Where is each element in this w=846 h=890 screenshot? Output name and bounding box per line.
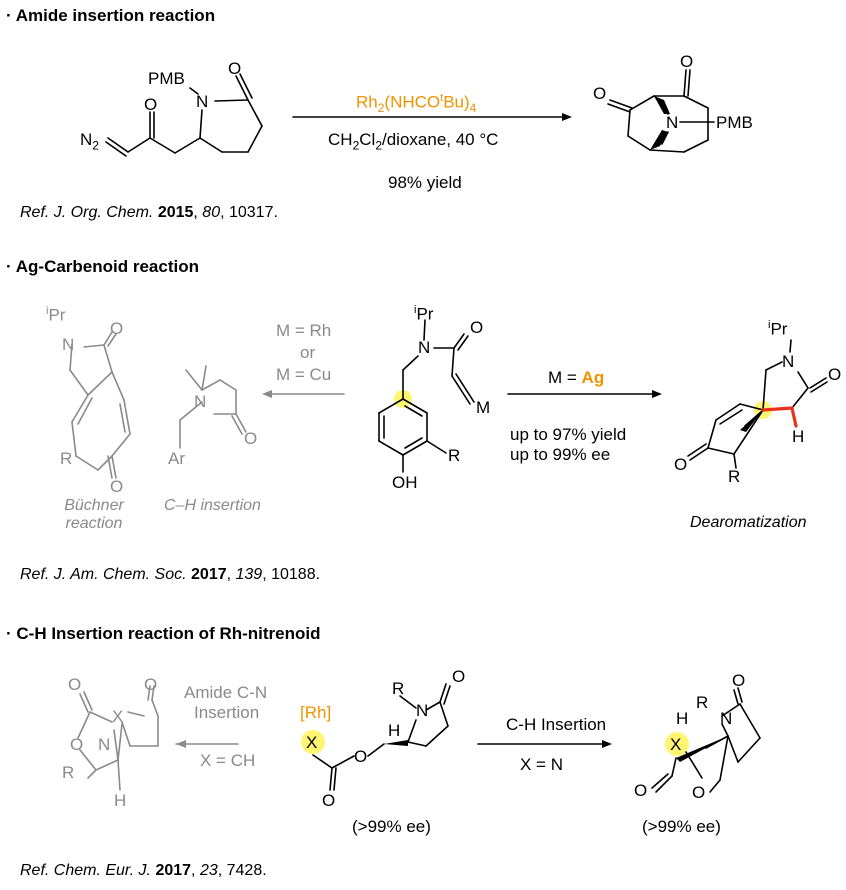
buchner-ipr-label: iPr xyxy=(46,305,66,325)
product-ipr-label: iPr xyxy=(768,319,788,339)
right-product-carbonyl-o: O xyxy=(634,781,648,800)
section-1-header: · Amide insertion reaction xyxy=(6,6,216,25)
substrate-m-label: M xyxy=(476,398,491,417)
section-2-reference: Ref. J. Am. Chem. Soc. 2017, 139, 10188. xyxy=(20,566,321,583)
center-o-carbonyl: O xyxy=(322,791,336,810)
ee-result-label: up to 99% ee xyxy=(510,445,611,464)
center-n-label: N xyxy=(416,701,429,720)
lactam-o-label: O xyxy=(244,429,258,448)
left-product-x: X xyxy=(112,707,124,726)
left-product-o3: O xyxy=(70,735,84,754)
product-r-label: R xyxy=(728,467,741,486)
substrate-o-label: O xyxy=(470,318,484,337)
yield-result-label: up to 97% yield xyxy=(510,425,627,444)
section-2-header: · Ag-Carbenoid reaction xyxy=(6,257,199,276)
left-product-h: H xyxy=(114,791,127,810)
center-ee-label: (>99% ee) xyxy=(352,817,431,836)
left-product-n: N xyxy=(98,735,111,754)
section-3-reference: Ref. Chem. Eur. J. 2017, 23, 7428. xyxy=(20,862,267,879)
left-condition-cu: M = Cu xyxy=(276,365,332,384)
left-condition-3: X = CH xyxy=(200,751,256,770)
substrate-ipr-label: iPr xyxy=(414,304,434,324)
product-h-label: H xyxy=(792,427,805,446)
amide-n-label: N xyxy=(196,92,209,111)
right-product-ring-o: O xyxy=(692,783,706,802)
lactam-o-label: O xyxy=(228,59,242,78)
product-o-label: O xyxy=(828,365,842,384)
section-1-reference: Ref. J. Org. Chem. 2015, 80, 10317. xyxy=(20,204,278,221)
ch-insertion-caption: C–H insertion xyxy=(164,497,261,514)
left-product-o1: O xyxy=(68,675,82,694)
right-product-h: H xyxy=(676,709,689,728)
lactam-n-label: N xyxy=(194,392,207,411)
diazo-n2-label: N2 xyxy=(80,130,99,153)
right-product-r: R xyxy=(696,693,709,712)
right-ee-label: (>99% ee) xyxy=(642,817,721,836)
left-condition-1: Amide C-N xyxy=(184,683,268,702)
left-condition-2: Insertion xyxy=(194,703,260,722)
buchner-n-label: N xyxy=(62,335,75,354)
product-o2-label: O xyxy=(680,52,694,71)
substrate-n-label: N xyxy=(418,338,431,357)
center-o-ester: O xyxy=(354,747,368,766)
center-h-label: H xyxy=(388,721,401,740)
substrate-r-label: R xyxy=(448,446,461,465)
right-product-lactam-o: O xyxy=(732,671,746,690)
rh-catalyst-label: Rh2(NHCOtBu)4 xyxy=(356,92,477,116)
left-product-r: R xyxy=(62,763,75,782)
ketone-o-label: O xyxy=(144,95,158,114)
substrate-oh-label: OH xyxy=(392,473,418,492)
dearomatization-caption: Dearomatization xyxy=(690,514,807,531)
left-product-o2: O xyxy=(144,675,158,694)
buchner-o2-label: O xyxy=(110,477,124,496)
center-x-label: X xyxy=(306,733,318,752)
product-pmb-label: PMB xyxy=(716,113,753,132)
right-product-n: N xyxy=(720,709,733,728)
product-n-label: N xyxy=(782,352,795,371)
product-o1-label: O xyxy=(593,84,607,103)
product-enone-o-label: O xyxy=(674,455,688,474)
center-r-label: R xyxy=(392,679,405,698)
right-condition-1: C-H Insertion xyxy=(506,715,607,734)
rh-nitrenoid-label: [Rh] xyxy=(300,703,332,722)
solvent-label: CH2Cl2/dioxane, 40 °C xyxy=(328,130,499,153)
yield-label: 98% yield xyxy=(388,173,462,192)
buchner-o1-label: O xyxy=(110,319,124,338)
ag-condition-label: M = Ag xyxy=(548,368,605,387)
right-condition-2: X = N xyxy=(520,755,563,774)
pmb-sm-label: PMB xyxy=(148,69,185,88)
section-3-header: · C-H Insertion reaction of Rh-nitrenoid xyxy=(6,624,321,643)
left-condition-or: or xyxy=(300,343,316,362)
lactam-ar-label: Ar xyxy=(168,449,185,468)
left-condition-rh: M = Rh xyxy=(276,321,332,340)
buchner-r-label: R xyxy=(60,449,73,468)
product-n-label: N xyxy=(666,113,679,132)
center-lactam-o: O xyxy=(452,667,466,686)
right-product-x: X xyxy=(670,735,682,754)
